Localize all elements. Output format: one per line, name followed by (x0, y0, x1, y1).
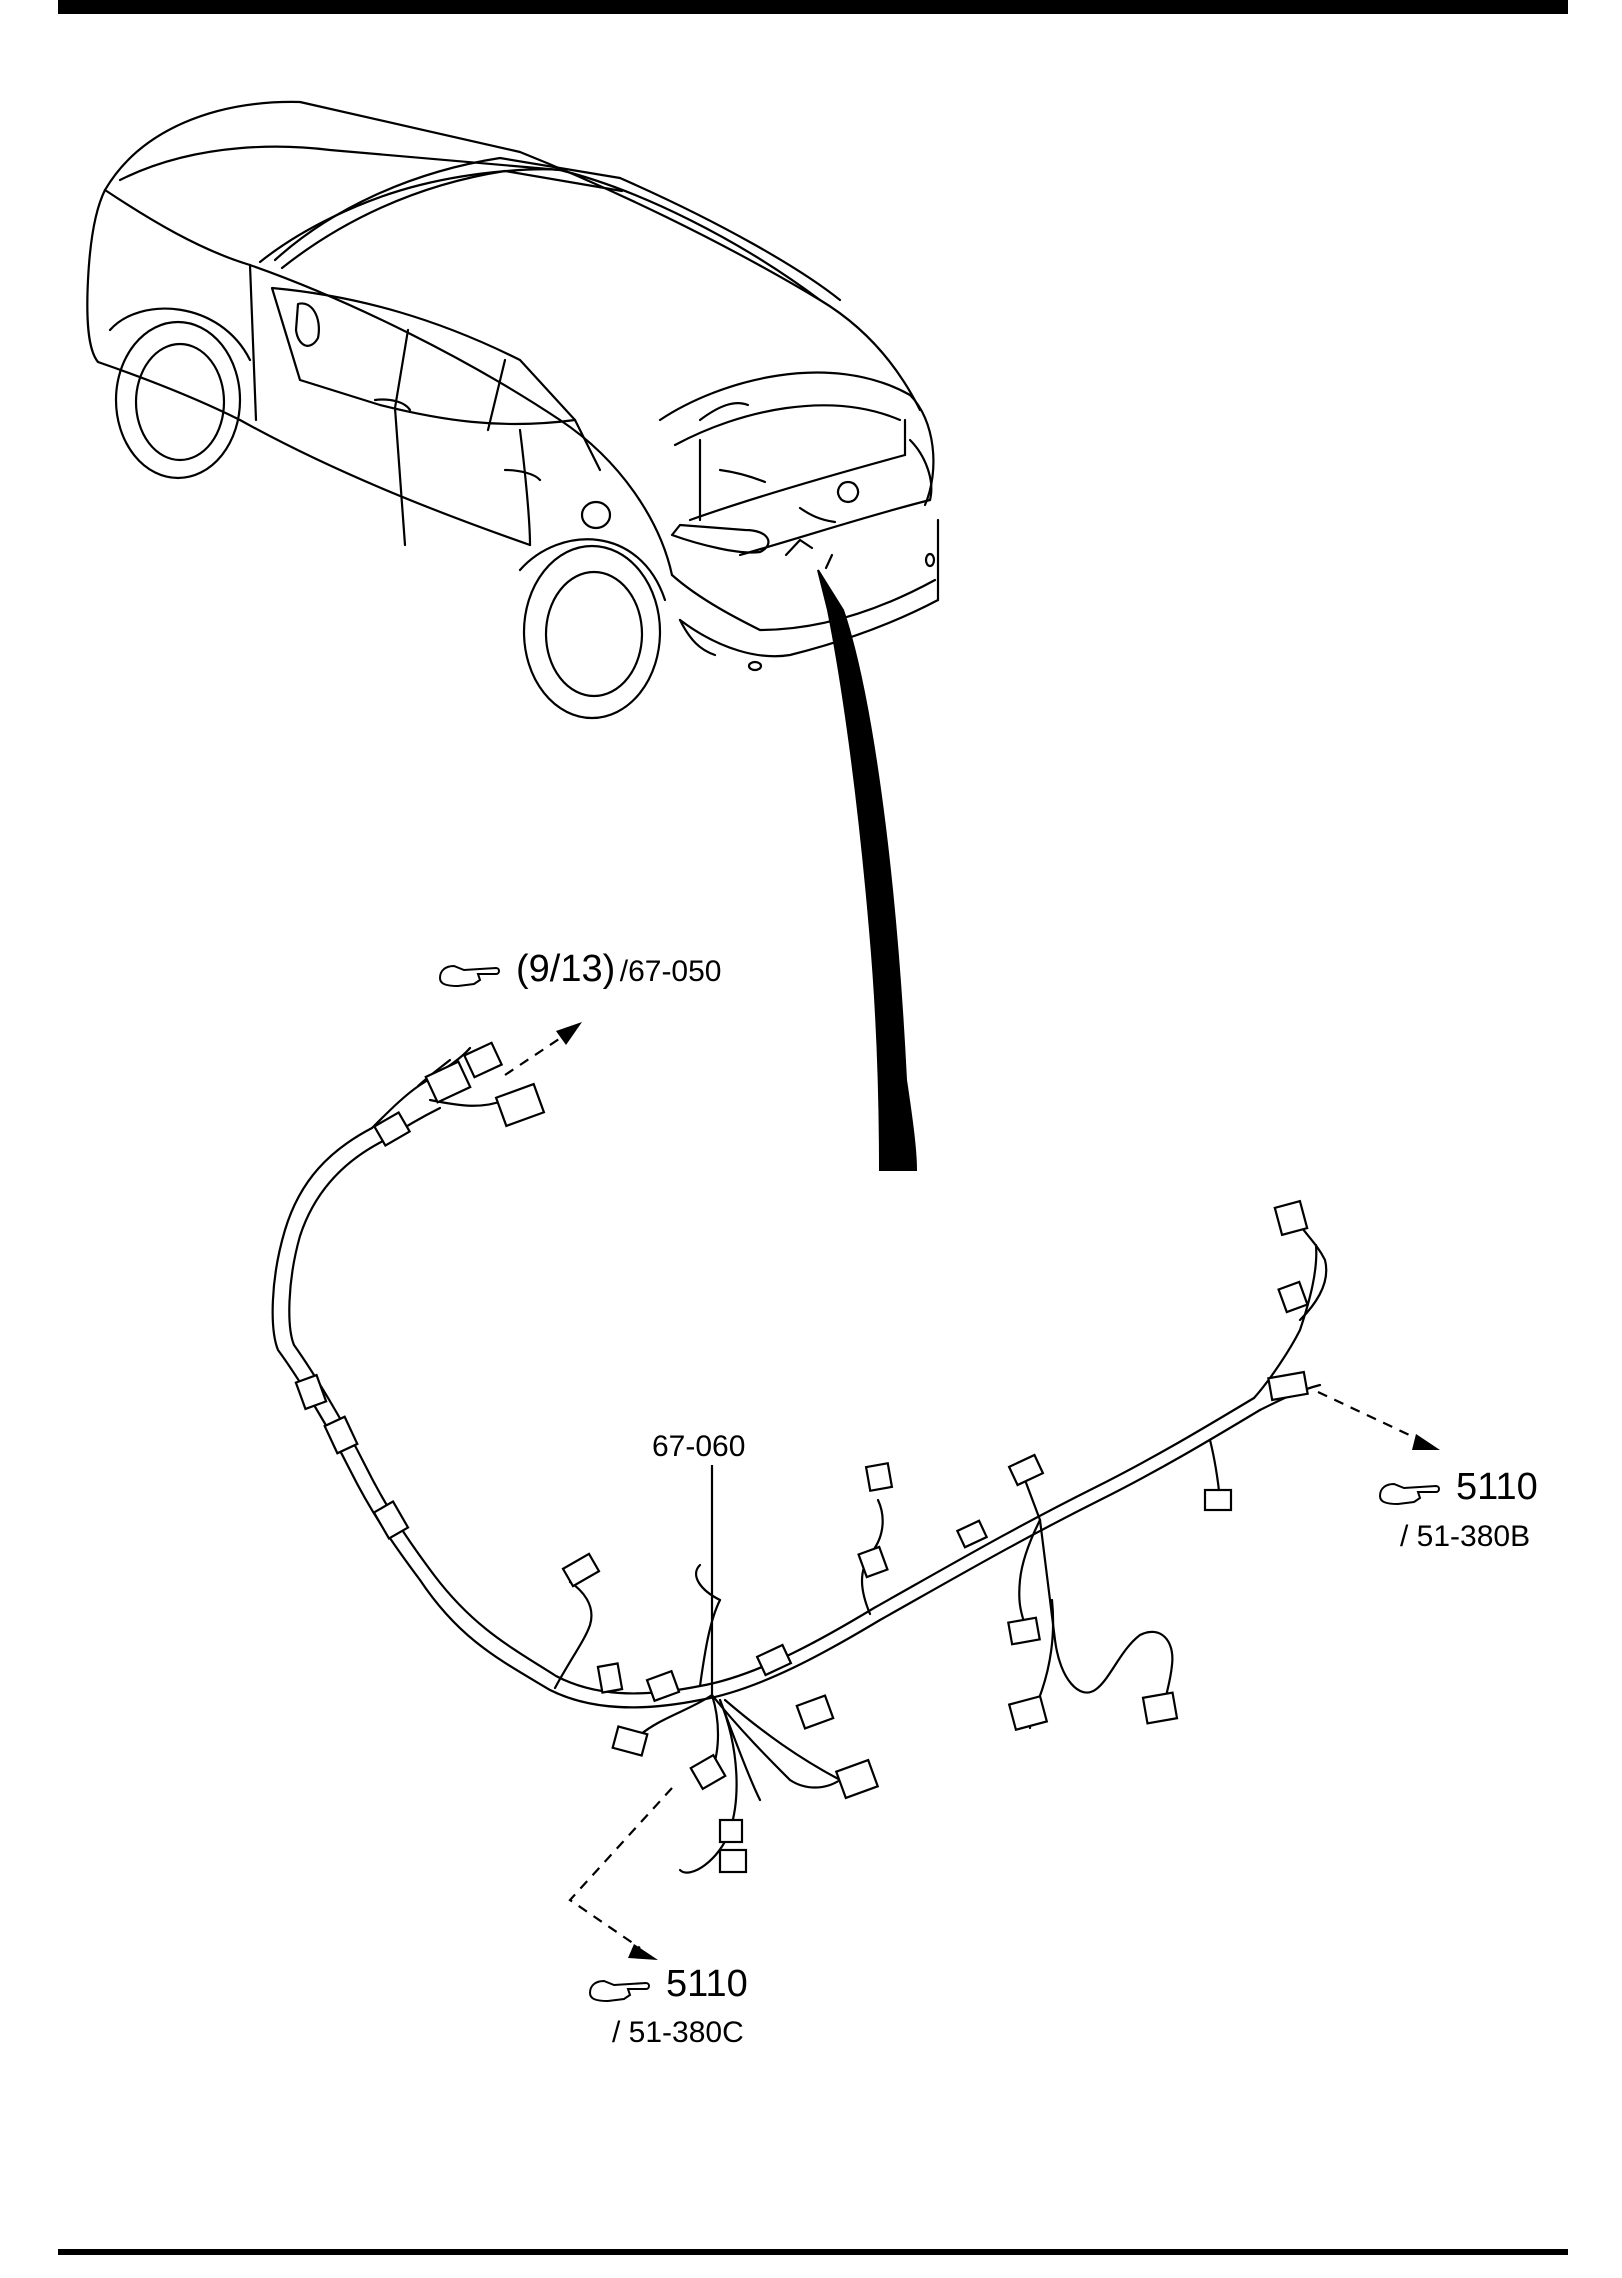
wire-harness (271, 1046, 1328, 1874)
part-number-text: 67-060 (652, 1430, 746, 1463)
vehicle-illustration (86, 100, 940, 720)
pointing-hand-icon (588, 1975, 652, 2009)
lower-reference-main: 5110 (666, 1963, 748, 2005)
right-reference-main: 5110 (1456, 1466, 1538, 1508)
zoom-pointer (817, 569, 918, 1171)
harness-connectors (294, 1041, 1309, 1874)
upper-reference-main: (9/13) (516, 948, 616, 990)
leader-arrowheads (556, 1022, 1440, 1960)
dashed-leaders (504, 1034, 1421, 1949)
part-number-label: 67-060 (652, 1432, 745, 1462)
upper-reference-callout: (9/13) /67-050 (438, 950, 721, 994)
bottom-border-rule (58, 2249, 1568, 2255)
upper-reference-sub: /67-050 (619, 955, 722, 988)
pointing-hand-icon (1378, 1478, 1442, 1512)
right-reference-sub: / 51-380B (1400, 1520, 1531, 1553)
top-border-rule (58, 0, 1568, 14)
lower-reference-callout: 5110 (588, 1965, 748, 2009)
lower-reference-sub: / 51-380C (612, 2016, 744, 2049)
right-reference-callout: 5110 (1378, 1468, 1538, 1512)
pointing-hand-icon (438, 960, 502, 994)
